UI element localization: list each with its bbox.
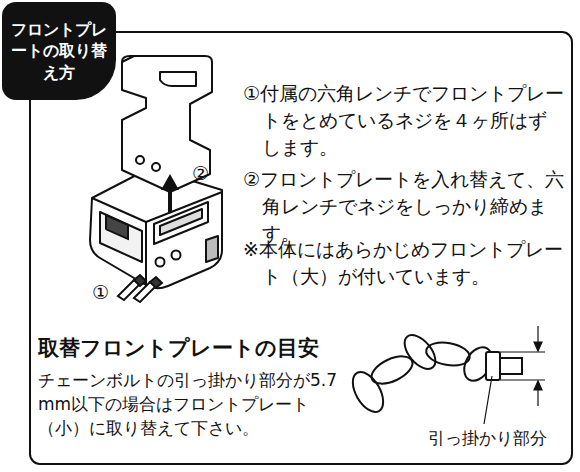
title-text: フロントプレートの取り替え方 [8, 19, 110, 84]
dimension [534, 326, 542, 406]
section-heading: 取替フロントプレートの目安 [38, 334, 368, 364]
instruction-step: ①付属の六角レンチでフロントプレートをとめているネジを４ヶ所はずします。 [243, 80, 565, 161]
leader-line [484, 376, 492, 424]
part-label: 引っ掛かり部分 [428, 426, 568, 450]
screws [118, 275, 162, 302]
guideline-text: チェーンボルトの引っ掛かり部分が5.7mm以下の場合はフロントプレート（小）に取… [38, 368, 348, 440]
note: ※本体にはあらかじめフロントプレート（大）が付いています。 [243, 236, 565, 290]
title-tab: フロントプレートの取り替え方 [2, 2, 116, 100]
callout-number: ① [92, 279, 122, 306]
instruction-step: ②フロントプレートを入れ替えて、六角レンチでネジをしっかり締めます。 [243, 166, 565, 247]
chain-bolt [486, 352, 545, 380]
move-arrowhead [161, 174, 179, 190]
frame [30, 32, 572, 464]
callout-number: ② [192, 160, 222, 187]
chain [347, 330, 498, 417]
